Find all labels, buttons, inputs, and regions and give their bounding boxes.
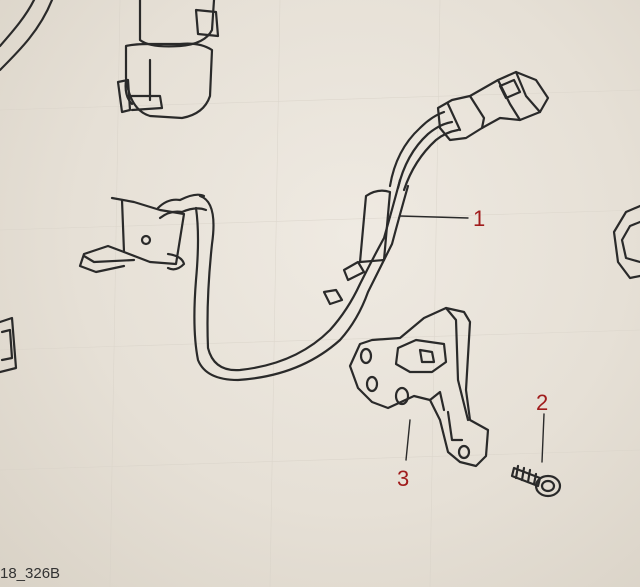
leader-line-2 <box>541 413 545 463</box>
harness-cable <box>198 178 402 372</box>
partial-part-right-edge <box>612 204 640 280</box>
part-2-bolt <box>510 464 562 498</box>
leader-line-1 <box>399 215 469 219</box>
leader-lines <box>399 215 545 463</box>
callout-3: 3 <box>397 466 410 491</box>
callout-2: 2 <box>536 390 549 415</box>
diagram-code: 18_326B <box>0 565 61 582</box>
partial-part-left-edge <box>0 316 18 374</box>
leader-line-3 <box>405 419 411 461</box>
neighbor-connector-top <box>116 0 220 120</box>
part-1-sensor-harness <box>78 70 550 382</box>
sensor-mount-tab <box>78 196 186 274</box>
partial-part-top-left <box>0 0 54 72</box>
part-3-bracket <box>348 306 490 468</box>
callout-1: 1 <box>473 206 486 231</box>
